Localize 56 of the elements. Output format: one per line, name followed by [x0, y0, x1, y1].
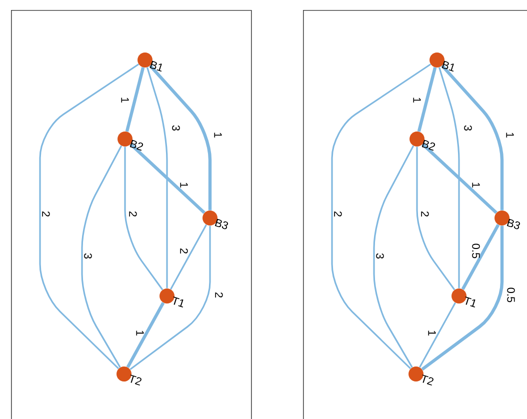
graph-node: [116, 366, 132, 382]
plot-frame: [11, 10, 252, 419]
edge-line: [417, 67, 437, 132]
edge-label: 3: [464, 125, 472, 131]
edge-line: [440, 64, 504, 210]
edge-line: [421, 226, 504, 371]
node-label: B1: [150, 60, 162, 72]
edge-line: [81, 145, 122, 368]
edge-label: 2: [421, 211, 429, 216]
edge-line: [416, 146, 456, 290]
edge-label: 1: [472, 182, 480, 188]
edge-label: 1: [413, 98, 421, 103]
edge-label: 1: [214, 132, 222, 138]
node-label: B2: [422, 140, 436, 151]
plot-frame: [303, 10, 527, 419]
edge-label: 1: [180, 182, 188, 188]
edge-label: 3: [84, 253, 92, 259]
edge-line: [125, 67, 145, 132]
graph-node: [452, 288, 466, 304]
edge-label: 3: [376, 253, 384, 259]
node-label: B3: [214, 218, 228, 230]
edge-label: 2: [334, 211, 342, 216]
edge-label: 1: [428, 330, 436, 336]
graph-node: [160, 288, 174, 304]
edge-line: [130, 226, 211, 370]
edge-label: 2: [215, 292, 223, 298]
edge-label: 2: [129, 211, 137, 216]
node-label: B1: [442, 60, 454, 72]
node-label: T1: [465, 296, 476, 308]
node-label: B3: [506, 218, 520, 230]
edge-line: [148, 64, 212, 210]
edge-line: [419, 302, 456, 368]
edge-label: 0.5: [507, 288, 515, 302]
edge-line: [126, 302, 165, 368]
edge-line: [461, 224, 500, 290]
edge-label: 2: [180, 248, 188, 254]
edge-label: 0.5: [472, 244, 480, 258]
node-label: T1: [173, 296, 184, 308]
edge-line: [124, 146, 164, 290]
edge-line: [331, 64, 432, 370]
edge-label: 1: [506, 132, 514, 138]
edge-line: [170, 224, 207, 290]
edge-label: 1: [136, 330, 144, 336]
edge-line: [39, 64, 140, 370]
edge-line: [130, 143, 206, 214]
node-label: B2: [130, 140, 144, 151]
node-label: T2: [422, 374, 434, 386]
edge-label: 2: [42, 211, 50, 216]
node-label: T2: [130, 374, 142, 386]
edge-line: [438, 67, 460, 288]
edge-line: [422, 143, 498, 214]
graph-node: [408, 366, 424, 382]
edge-line: [373, 145, 414, 368]
edge-label: 1: [121, 98, 129, 103]
edge-label: 3: [172, 125, 180, 131]
edge-line: [146, 67, 168, 288]
